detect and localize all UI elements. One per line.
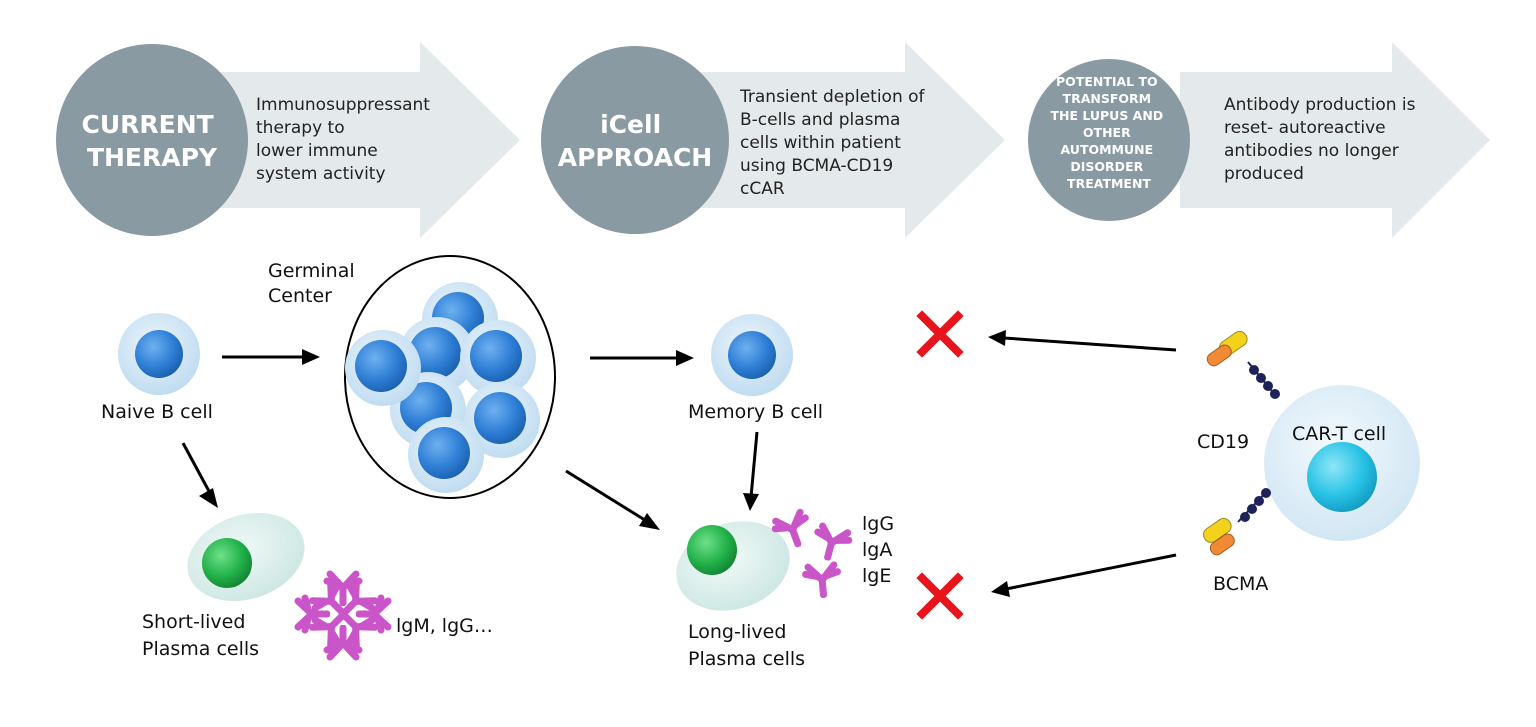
memory-b-cell-label: Memory B cell [688,401,823,423]
car-t-cell-label: CAR-T cell [1292,423,1386,445]
bcma-label: BCMA [1213,573,1268,595]
cross-icon-top [916,310,964,358]
step-3-arrow [1180,42,1490,238]
step-2-circle [541,46,729,234]
short-lived-plasma-cell [187,512,305,602]
step-2-title: iCell APPROACH [558,110,712,172]
step-3-circle [1028,59,1190,221]
step-2-arrow [700,42,1005,238]
cd19-receptor [1206,330,1280,399]
cross-icon-bottom [916,572,964,620]
step-3-title: POTENTIAL TO TRANSFORM THE LUPUS AND OTH… [1050,74,1167,191]
germinal-center-cells [345,282,540,493]
step-1-circle [56,44,248,236]
bcma-receptor [1202,488,1271,556]
germinal-center-label: Germinal Center [268,260,361,307]
step-1-description: Immunosuppressant therapy to lower immun… [256,95,435,184]
cd19-label: CD19 [1197,431,1249,453]
short-lived-antibody-label: lgM, lgG… [396,615,493,637]
step-1-arrow [215,42,520,238]
arrows [181,330,1177,597]
step-3-description: Antibody production is reset- autoreacti… [1224,95,1421,184]
short-lived-antibodies [298,574,388,657]
naive-b-cell-label: Naive B cell [101,401,213,423]
car-t-cell [1264,385,1420,541]
step-1-title: CURRENT THERAPY [82,110,223,172]
long-lived-antibody-labels: lgG lgA lgE [862,513,900,587]
memory-b-cell [711,314,793,396]
step-2-description: Transient depletion of B-cells and plasm… [739,87,930,199]
long-lived-plasma-label: Long-lived Plasma cells [688,621,805,670]
short-lived-plasma-label: Short-lived Plasma cells [142,611,259,660]
long-lived-plasma-cell [676,521,790,611]
naive-b-cell [118,313,200,395]
